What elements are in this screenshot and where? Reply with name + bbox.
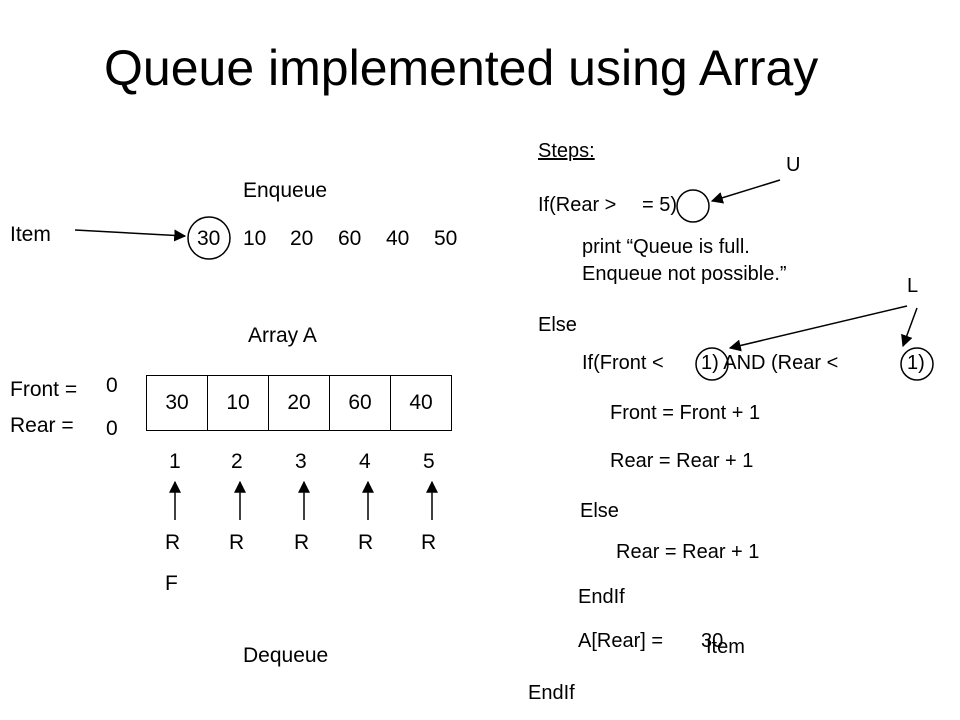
item-arrow	[74, 229, 187, 242]
upper-arrow	[710, 179, 781, 204]
enqueue-item: 60	[338, 227, 362, 250]
item-label: Item	[10, 223, 51, 246]
front-marker: F	[165, 572, 178, 595]
enqueue-item: 20	[290, 227, 314, 250]
steps-heading: Steps:	[538, 140, 595, 162]
rear-label: Rear =	[10, 414, 74, 437]
lower-limit-circle	[900, 347, 934, 381]
step-endif-inner: EndIf	[578, 586, 625, 608]
upper-limit-circle	[676, 189, 710, 223]
array-index: 1	[169, 450, 181, 473]
rear-marker: R	[294, 531, 310, 554]
array-cell: 40	[390, 375, 452, 431]
slide-title: Queue implemented using Array	[104, 40, 819, 96]
array-index: 4	[359, 450, 371, 473]
rear-marker: R	[358, 531, 374, 554]
array-index: 3	[295, 450, 307, 473]
front-value: 0	[106, 374, 118, 397]
lower-arrow	[901, 307, 918, 348]
enqueue-label: Enqueue	[243, 179, 328, 202]
step-print-line1: print “Queue is full.	[582, 236, 750, 258]
lower-annotation: L	[907, 275, 919, 297]
step-if-full-a: If(Rear >	[538, 194, 617, 216]
step-endif-outer: EndIf	[528, 682, 575, 704]
front-label: Front =	[10, 378, 78, 401]
step-assign: A[Rear] =	[578, 630, 664, 652]
step-if-empty-b: 1) AND (Rear <	[701, 352, 839, 374]
enqueue-item: 40	[386, 227, 410, 250]
step-if-empty-c: 1)	[907, 352, 925, 374]
upper-annotation: U	[786, 154, 801, 176]
array-index: 5	[423, 450, 435, 473]
step-print-line2: Enqueue not possible.”	[582, 263, 787, 285]
step-else-inner: Else	[580, 500, 619, 522]
step-rear-increment: Rear = Rear + 1	[610, 450, 754, 472]
enqueue-item: 50	[434, 227, 458, 250]
step-assign-value: 30	[701, 630, 724, 652]
step-else-outer: Else	[538, 314, 577, 336]
step-if-full-b: = 5)	[642, 194, 678, 216]
array-index: 2	[231, 450, 243, 473]
lower-limit-circle	[695, 347, 729, 381]
step-front-increment: Front = Front + 1	[610, 402, 761, 424]
enqueue-item: 10	[243, 227, 267, 250]
step-rear-increment: Rear = Rear + 1	[616, 541, 760, 563]
step-if-empty-a: If(Front <	[582, 352, 664, 374]
enqueue-item: 30	[197, 227, 221, 250]
step-assign-item: Item	[706, 636, 745, 658]
rear-marker: R	[165, 531, 181, 554]
enqueue-item-highlight-circle	[187, 216, 231, 260]
dequeue-label: Dequeue	[243, 644, 329, 667]
rear-value: 0	[106, 417, 118, 440]
lower-arrow	[728, 305, 908, 352]
array-label: Array A	[248, 324, 317, 347]
rear-marker: R	[421, 531, 437, 554]
rear-marker: R	[229, 531, 245, 554]
